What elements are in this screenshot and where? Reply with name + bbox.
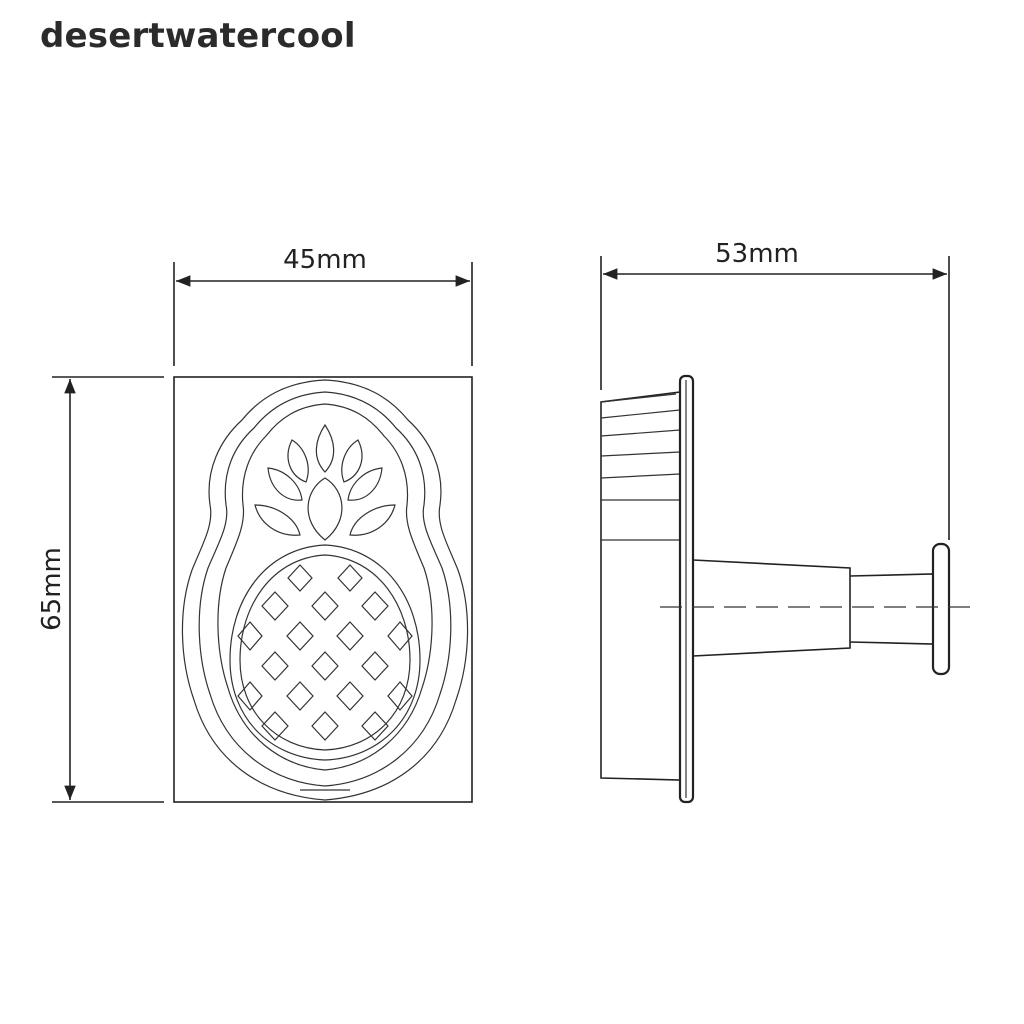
- depth-label: 53mm: [715, 239, 799, 269]
- watermark-text: desertwatercool: [40, 16, 356, 56]
- front-frame: [173, 376, 473, 803]
- front-view: 45mm 65mm: [37, 245, 473, 803]
- width-label: 45mm: [283, 245, 367, 275]
- height-label: 65mm: [37, 547, 67, 631]
- depth-dimension: 53mm: [600, 239, 950, 540]
- height-dimension: 65mm: [37, 376, 164, 803]
- side-plate: [678, 374, 695, 804]
- side-view: 53mm: [600, 239, 978, 804]
- width-dimension: 45mm: [173, 245, 473, 366]
- side-knob: [931, 542, 951, 676]
- pineapple-icon: [181, 379, 469, 801]
